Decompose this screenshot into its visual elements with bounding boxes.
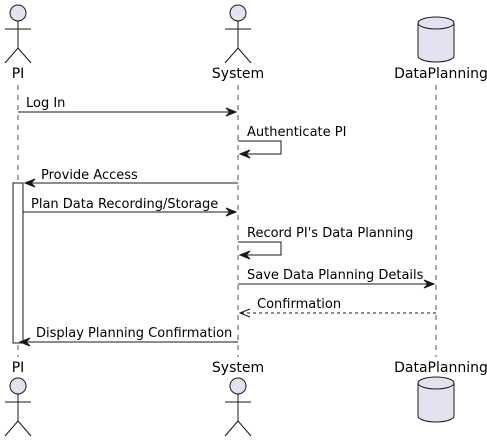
- message-label: Plan Data Recording/Storage: [31, 197, 218, 212]
- participant-label: DataPlanning: [394, 66, 487, 82]
- actor-icon: [4, 4, 32, 64]
- message-log-in: Log In: [18, 96, 238, 117]
- message-display-confirmation: Display Planning Confirmation: [18, 326, 238, 347]
- database-icon: [417, 376, 455, 423]
- message-record-data-planning: Record PI's Data Planning: [238, 226, 413, 260]
- message-confirmation: Confirmation: [238, 297, 436, 318]
- message-label: Display Planning Confirmation: [36, 326, 232, 341]
- participant-pi-top: PI: [4, 4, 32, 82]
- participant-label: PI: [12, 360, 25, 376]
- participant-dataplanning-top: DataPlanning: [394, 16, 487, 82]
- message-save-data-planning: Save Data Planning Details: [238, 268, 436, 289]
- arrowhead-icon: [238, 250, 251, 260]
- participant-system-bottom: System: [212, 360, 264, 437]
- participant-dataplanning-bottom: DataPlanning: [394, 360, 487, 423]
- arrowhead-icon: [18, 337, 31, 347]
- message-label: Log In: [26, 96, 65, 111]
- arrowhead-icon: [225, 207, 238, 217]
- participant-label: PI: [12, 66, 25, 82]
- message-label: Provide Access: [41, 168, 138, 183]
- actor-icon: [224, 4, 252, 64]
- arrowhead-icon: [225, 107, 238, 117]
- database-icon: [417, 16, 455, 63]
- participant-label: DataPlanning: [394, 360, 487, 376]
- message-label: Confirmation: [257, 297, 341, 312]
- message-label: Authenticate PI: [247, 125, 346, 140]
- message-provide-access: Provide Access: [23, 168, 238, 188]
- arrowhead-icon: [238, 149, 251, 159]
- participant-label: System: [212, 66, 264, 82]
- message-plan-data-recording: Plan Data Recording/Storage: [23, 197, 238, 217]
- message-authenticate-pi: Authenticate PI: [238, 125, 346, 159]
- participant-system-top: System: [212, 4, 264, 82]
- actor-icon: [4, 377, 32, 437]
- participant-label: System: [212, 360, 264, 376]
- open-arrowhead-icon: [238, 308, 251, 318]
- actor-icon: [224, 377, 252, 437]
- activation-bar-pi: [12, 182, 24, 344]
- arrowhead-icon: [23, 178, 36, 188]
- message-label: Record PI's Data Planning: [247, 226, 413, 241]
- arrowhead-icon: [423, 279, 436, 289]
- message-label: Save Data Planning Details: [247, 268, 424, 283]
- participant-pi-bottom: PI: [4, 360, 32, 437]
